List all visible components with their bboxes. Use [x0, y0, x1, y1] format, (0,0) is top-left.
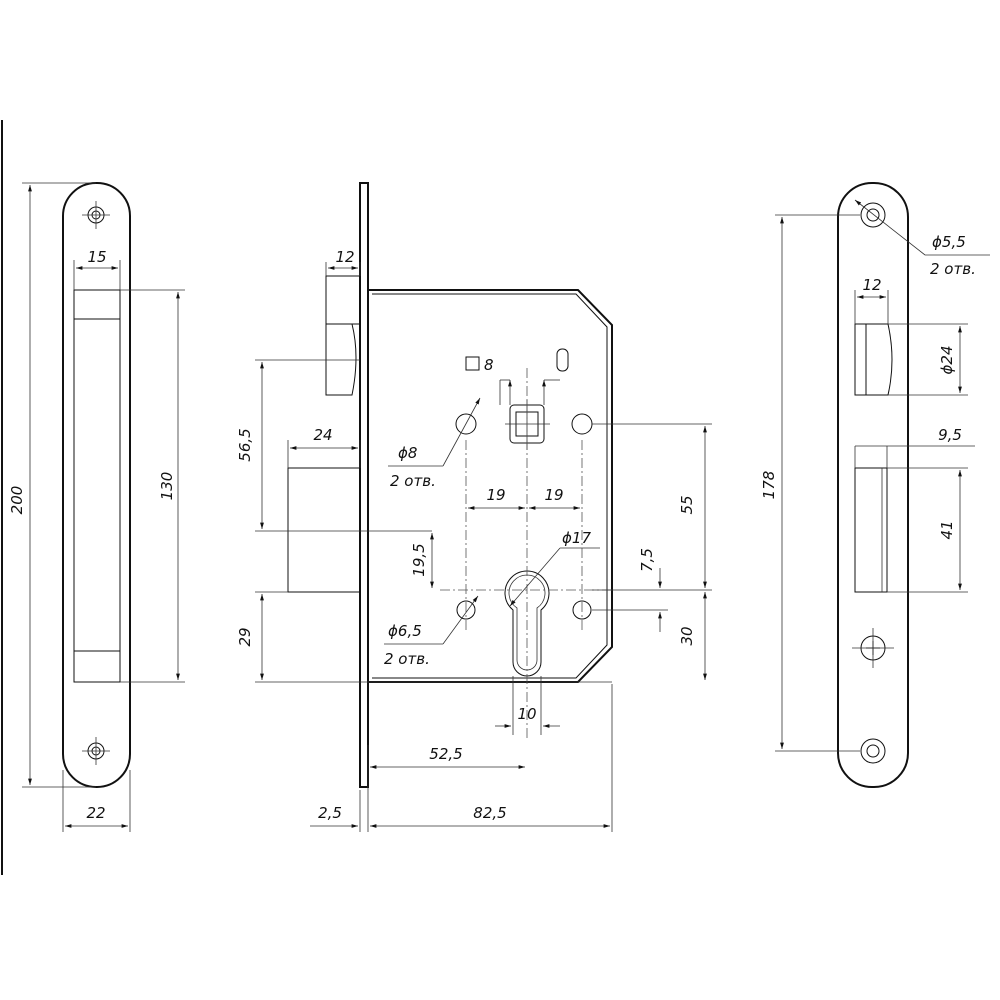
- square-symbol: [465, 356, 480, 371]
- face-plate-outline: [62, 182, 131, 788]
- screw-hole-top: [82, 201, 110, 229]
- dead-bolt: [287, 467, 361, 593]
- face-plate-latch-opening: [73, 289, 121, 683]
- hole-d6-5-right: [572, 600, 592, 620]
- latch-opening: [854, 323, 893, 396]
- hole-d5-5-qty: 2 отв.: [930, 260, 976, 278]
- dim-55: 55: [678, 495, 696, 514]
- screw-hole-bottom-right: [860, 738, 886, 764]
- dim-latch-width-15: 15: [87, 248, 106, 266]
- dim-height-200: 200: [8, 486, 26, 515]
- latch-bolt: [325, 275, 361, 325]
- center-lock-body-view: 12 56,5 24 29 19,5 8 ϕ8 2 отв.: [236, 182, 712, 832]
- hole-d6-5-label: ϕ6,5: [388, 622, 422, 640]
- hole-d6-5-left: [456, 600, 476, 620]
- front-plate: [359, 182, 369, 788]
- phillips-screw: [852, 628, 894, 668]
- dim-depth-82-5: 82,5: [473, 804, 506, 822]
- right-face-plate-view: ϕ5,5 2 отв. 12 ϕ24 9,5 41 178: [760, 182, 990, 788]
- hole-d8-left: [455, 413, 477, 435]
- dim-plate-2-5: 2,5: [318, 804, 342, 822]
- dim-9-5: 9,5: [938, 426, 962, 444]
- dim-29: 29: [236, 627, 254, 646]
- indicator-slot: [556, 348, 569, 372]
- lock-face-plate-outline: [837, 182, 909, 788]
- cylinder-d17-label: ϕ17: [562, 529, 591, 547]
- spindle-square-size: 8: [484, 356, 494, 374]
- dim-30: 30: [678, 626, 696, 645]
- dim-latch-12: 12: [335, 248, 354, 266]
- hole-d8-label: ϕ8: [398, 444, 417, 462]
- dim-56-5: 56,5: [236, 428, 254, 461]
- dim-24-right: ϕ24: [938, 346, 956, 375]
- left-face-plate-view: 200 22 15 130: [8, 182, 185, 832]
- dim-19-5: 19,5: [410, 543, 428, 576]
- dim-19-right: 19: [544, 486, 563, 504]
- hole-d6-5-qty: 2 отв.: [384, 650, 430, 668]
- screw-hole-bottom: [82, 737, 110, 765]
- dim-height-130: 130: [158, 472, 176, 501]
- dim-latch-12-right: 12: [862, 276, 881, 294]
- hole-d8-qty: 2 отв.: [390, 472, 436, 490]
- lock-body-inner: [372, 293, 608, 679]
- dim-height-178: 178: [760, 471, 778, 500]
- dim-slot-10: 10: [517, 705, 536, 723]
- latch-bolt-head: [325, 323, 357, 396]
- dim-7-5: 7,5: [638, 548, 656, 572]
- cylinder-cutout: [504, 570, 550, 677]
- dim-24: 24: [313, 426, 332, 444]
- dim-width-22: 22: [86, 804, 105, 822]
- dim-41: 41: [938, 520, 956, 539]
- hole-d8-right: [571, 413, 593, 435]
- screw-hole-top-right: [860, 202, 886, 228]
- dim-backset-52-5: 52,5: [429, 745, 462, 763]
- deadbolt-opening: [854, 467, 888, 593]
- hole-d5-5-label: ϕ5,5: [932, 233, 966, 251]
- dim-19-left: 19: [486, 486, 505, 504]
